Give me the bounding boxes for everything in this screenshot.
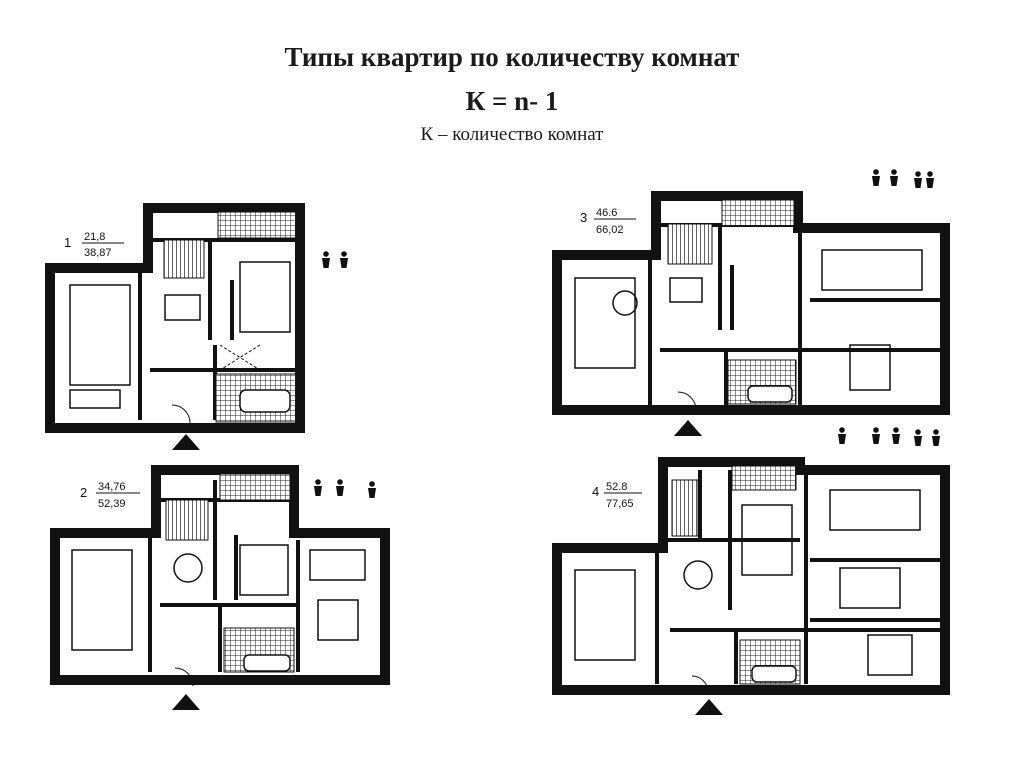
- total-area: 38,87: [84, 247, 112, 259]
- formula-legend: К – количество комнат: [420, 124, 604, 145]
- total-area: 77,65: [606, 498, 634, 510]
- person-icon: [314, 479, 322, 496]
- page-title: Типы квартир по количеству комнат: [284, 42, 740, 72]
- total-area: 52,39: [98, 498, 126, 510]
- person-icon: [340, 251, 348, 268]
- person-icon: [872, 169, 880, 186]
- entrance-arrow-icon: [695, 699, 723, 715]
- living-area: 46.6: [596, 207, 617, 219]
- formula: К = n- 1: [465, 86, 559, 116]
- plan-number: 3: [580, 210, 587, 225]
- person-icon: [892, 427, 900, 444]
- entrance-arrow-icon: [674, 420, 702, 436]
- living-area: 34,76: [98, 481, 126, 493]
- person-icon: [914, 171, 922, 188]
- living-area: 52.8: [606, 481, 627, 493]
- person-icon: [926, 171, 934, 188]
- plan-number: 1: [64, 235, 71, 250]
- person-icon: [368, 481, 376, 498]
- plan-2: 2 34,76 52,39: [50, 465, 390, 710]
- plan-4: 4 52.8 77,65: [552, 427, 950, 715]
- entrance-arrow-icon: [172, 434, 200, 450]
- person-icon: [336, 479, 344, 496]
- plan-number: 2: [80, 485, 87, 500]
- person-icon: [932, 429, 940, 446]
- living-area: 21,8: [84, 231, 105, 243]
- person-icon: [890, 169, 898, 186]
- person-icon: [838, 427, 846, 444]
- person-icon: [322, 251, 330, 268]
- plan-number: 4: [592, 484, 599, 499]
- total-area: 66,02: [596, 224, 624, 236]
- person-icon: [914, 429, 922, 446]
- entrance-arrow-icon: [172, 694, 200, 710]
- person-icon: [872, 427, 880, 444]
- plan-1: 1 21,8 38,87: [45, 203, 348, 450]
- plan-3: 3 46.6 66,02: [552, 169, 950, 436]
